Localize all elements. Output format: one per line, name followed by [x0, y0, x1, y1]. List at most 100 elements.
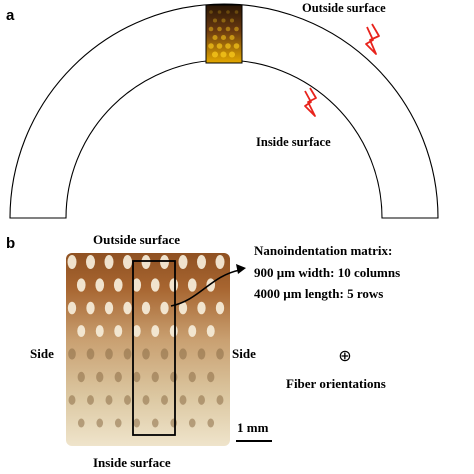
fiber-bundle: [68, 348, 76, 360]
fiber-bundle: [95, 278, 105, 292]
fiber-bundle: [105, 348, 113, 360]
insert-speckle: [220, 34, 227, 41]
fiber-bundle: [133, 418, 141, 428]
fiber-bundle: [132, 278, 142, 292]
nanoindentation-matrix-box: [132, 260, 176, 436]
fiber-bundle: [197, 255, 206, 269]
fiber-bundle: [169, 325, 178, 337]
fiber-bundle: [68, 395, 76, 405]
insert-speckle: [211, 51, 219, 58]
insert-speckle: [234, 26, 239, 32]
fiber-bundle: [123, 301, 132, 315]
outside-surface-label-a: Outside surface: [302, 1, 386, 15]
fiber-bundle: [188, 418, 196, 428]
fiber-bundle: [86, 348, 95, 360]
fiber-bundle: [179, 348, 187, 360]
fiber-bundle: [151, 418, 159, 428]
fiber-bundle: [77, 371, 85, 383]
matrix-callout-arrowhead-icon: [236, 264, 246, 274]
fiber-bundle: [160, 301, 169, 315]
fiber-bundle: [77, 418, 85, 428]
insert-speckle: [220, 51, 227, 58]
insert-speckle: [209, 10, 213, 14]
insert-speckle: [229, 18, 235, 23]
outside-surface-arrow-icon: [365, 23, 380, 55]
fiber-bundle: [104, 301, 114, 315]
insert-speckle: [208, 43, 214, 49]
semi-annular-ring: [9, 3, 439, 219]
fiber-bundle: [114, 325, 123, 337]
fiber-bundle: [105, 395, 113, 405]
fiber-bundle: [124, 395, 131, 405]
fiber-bundle: [188, 325, 197, 337]
fiber-bundle: [67, 255, 77, 269]
inside-surface-arrow-icon: [304, 87, 317, 117]
insert-speckle: [225, 26, 231, 32]
sample-insert: [205, 4, 243, 64]
matrix-length: 4000 µm length: 5 rows: [254, 286, 383, 301]
fiber-bundle: [123, 255, 132, 269]
fiber-bundle: [160, 255, 169, 269]
fiber-bundle: [187, 278, 197, 292]
fiber-bundle: [150, 278, 160, 292]
fiber-bundle: [141, 255, 151, 269]
fiber-bundle: [215, 301, 225, 315]
matrix-title: Nanoindentation matrix:: [254, 243, 392, 258]
fiber-bundle: [207, 418, 215, 428]
inside-surface-label-b: Inside surface: [93, 455, 171, 470]
insert-speckle: [221, 18, 226, 23]
fiber-bundle: [198, 395, 205, 405]
side-label-left: Side: [30, 346, 54, 361]
insert-speckle: [233, 43, 240, 49]
fiber-bundle: [206, 325, 215, 337]
fiber-bundle: [170, 371, 178, 383]
fiber-orientation-icon: ⊕: [338, 346, 351, 365]
fiber-bundle: [96, 418, 104, 428]
fiber-bundle: [160, 348, 169, 360]
fiber-bundle: [96, 371, 104, 383]
fiber-orientations-label: Fiber orientations: [286, 376, 386, 391]
insert-speckle: [212, 18, 218, 23]
insert-speckle: [216, 43, 223, 49]
fiber-bundle: [114, 418, 122, 428]
matrix-width: 900 µm width: 10 columns: [254, 265, 400, 280]
fiber-bundle: [86, 301, 95, 315]
scale-bar-label: 1 mm: [237, 420, 269, 435]
fiber-bundle: [169, 278, 179, 292]
fiber-bundle: [178, 255, 188, 269]
insert-speckle: [217, 26, 222, 32]
outside-surface-label-b: Outside surface: [93, 232, 180, 247]
fiber-bundle: [151, 325, 160, 337]
inside-surface-label-a: Inside surface: [256, 135, 331, 149]
fiber-bundle: [170, 418, 178, 428]
matrix-callout-arrow: [170, 269, 241, 307]
fiber-bundle: [178, 301, 188, 315]
fiber-bundle: [104, 255, 114, 269]
insert-speckle: [208, 26, 214, 32]
insert-speckle: [234, 10, 239, 14]
insert-speckle: [228, 51, 236, 58]
fiber-bundle: [141, 301, 151, 315]
fiber-bundle: [142, 348, 150, 360]
fiber-bundle: [67, 301, 77, 315]
fiber-bundle: [113, 278, 123, 292]
side-label-right: Side: [232, 346, 256, 361]
insert-speckle: [226, 10, 230, 14]
insert-speckle: [225, 43, 231, 49]
fiber-bundle: [179, 395, 187, 405]
insert-speckle: [229, 34, 235, 41]
fiber-bundle: [76, 278, 86, 292]
fiber-bundle: [206, 278, 216, 292]
fiber-bundle: [87, 395, 94, 405]
fiber-bundle: [86, 255, 95, 269]
fiber-bundle: [197, 348, 206, 360]
fiber-bundle: [216, 395, 224, 405]
fiber-bundle: [132, 325, 141, 337]
fiber-bundle: [161, 395, 168, 405]
fiber-bundle: [188, 371, 196, 383]
fiber-bundle: [151, 371, 159, 383]
fiber-bundle: [207, 371, 215, 383]
fiber-bundle: [133, 371, 141, 383]
fiber-bundle: [215, 255, 225, 269]
